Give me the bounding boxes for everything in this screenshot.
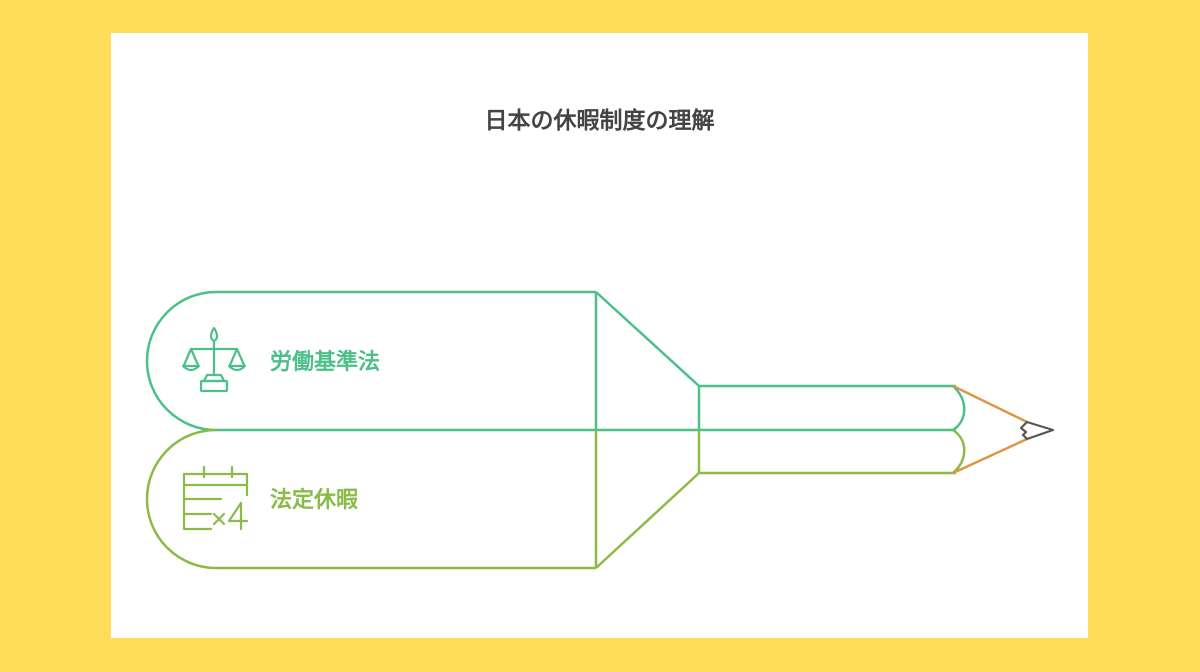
- diagram-title: 日本の休暇制度の理解: [484, 108, 715, 134]
- pencil-tip: [952, 384, 1028, 475]
- item-label-labor-standards-act: 労働基準法: [270, 349, 380, 375]
- pencil-upper-band: [145, 290, 966, 432]
- pencil-diagram: 労働基準法 法定休暇: [145, 290, 1055, 570]
- diagram-card: 日本の休暇制度の理解: [111, 33, 1088, 638]
- scales-of-justice-icon: [181, 326, 247, 393]
- item-label-statutory-leave: 法定休暇: [270, 487, 358, 513]
- pencil-lead-icon: [1019, 420, 1055, 441]
- pencil-lower-band: [145, 428, 966, 570]
- calendar-times-four-icon: [182, 465, 249, 531]
